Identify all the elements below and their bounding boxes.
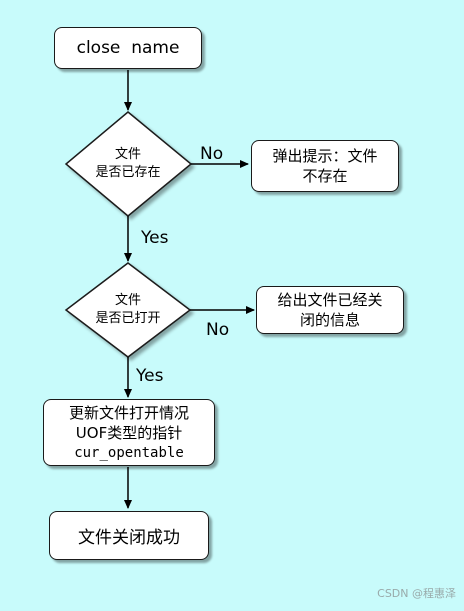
node-closed-line1: 给出文件已经关 [277,291,383,309]
node-start: close name [54,27,202,69]
node-closed-line2: 闭的信息 [299,311,360,329]
decision-file-open-label: 文件 是否已打开 [76,292,180,328]
node-update-line1: 更新文件打开情况 [68,403,189,422]
node-already-closed: 给出文件已经关 闭的信息 [256,286,404,334]
edge-label-yes-1: Yes [141,228,169,248]
decision-file-open-line1: 文件 [114,293,141,308]
node-success: 文件关闭成功 [49,511,209,560]
node-update-opentable: 更新文件打开情况 UOF类型的指针 cur_opentable [43,399,215,466]
decision-file-exists-label: 文件 是否已存在 [76,146,180,182]
edge-label-yes-2: Yes [136,366,164,386]
decision-file-exists-line2: 是否已存在 [95,165,161,180]
edge-label-no-2: No [206,320,230,340]
node-prompt-line1: 弹出提示：文件 [272,147,378,165]
decision-file-open-line2: 是否已打开 [95,311,161,326]
node-update-line3: cur_opentable [74,444,184,461]
node-prompt-line2: 不存在 [302,167,348,185]
watermark: CSDN @程惠泽 [377,587,456,600]
edge-label-no-1: No [200,144,224,164]
node-start-label: close name [76,38,180,58]
decision-file-exists-line1: 文件 [114,147,141,162]
node-update-line2: UOF类型的指针 [75,423,183,442]
node-prompt-not-exist: 弹出提示：文件 不存在 [251,140,399,192]
node-success-label: 文件关闭成功 [78,528,180,548]
